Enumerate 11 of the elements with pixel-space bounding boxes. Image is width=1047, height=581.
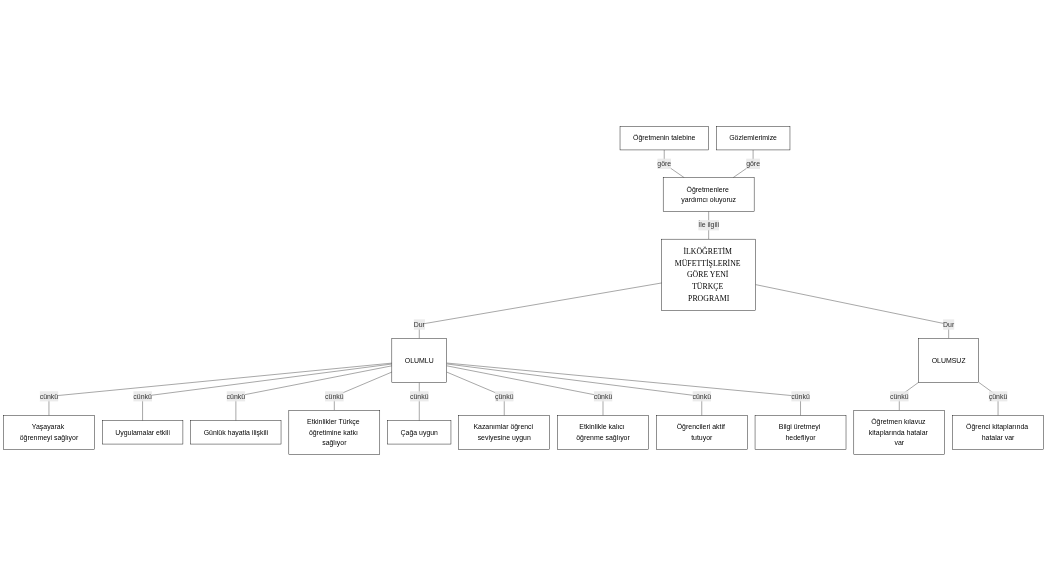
connector xyxy=(48,362,393,416)
connector xyxy=(446,371,505,416)
connector xyxy=(419,282,662,339)
connector xyxy=(419,382,420,421)
connector xyxy=(755,284,949,339)
connector xyxy=(142,363,393,421)
connector xyxy=(334,371,393,411)
connector xyxy=(446,363,702,416)
connector xyxy=(235,365,393,421)
connector xyxy=(446,365,604,416)
connector xyxy=(446,362,801,416)
